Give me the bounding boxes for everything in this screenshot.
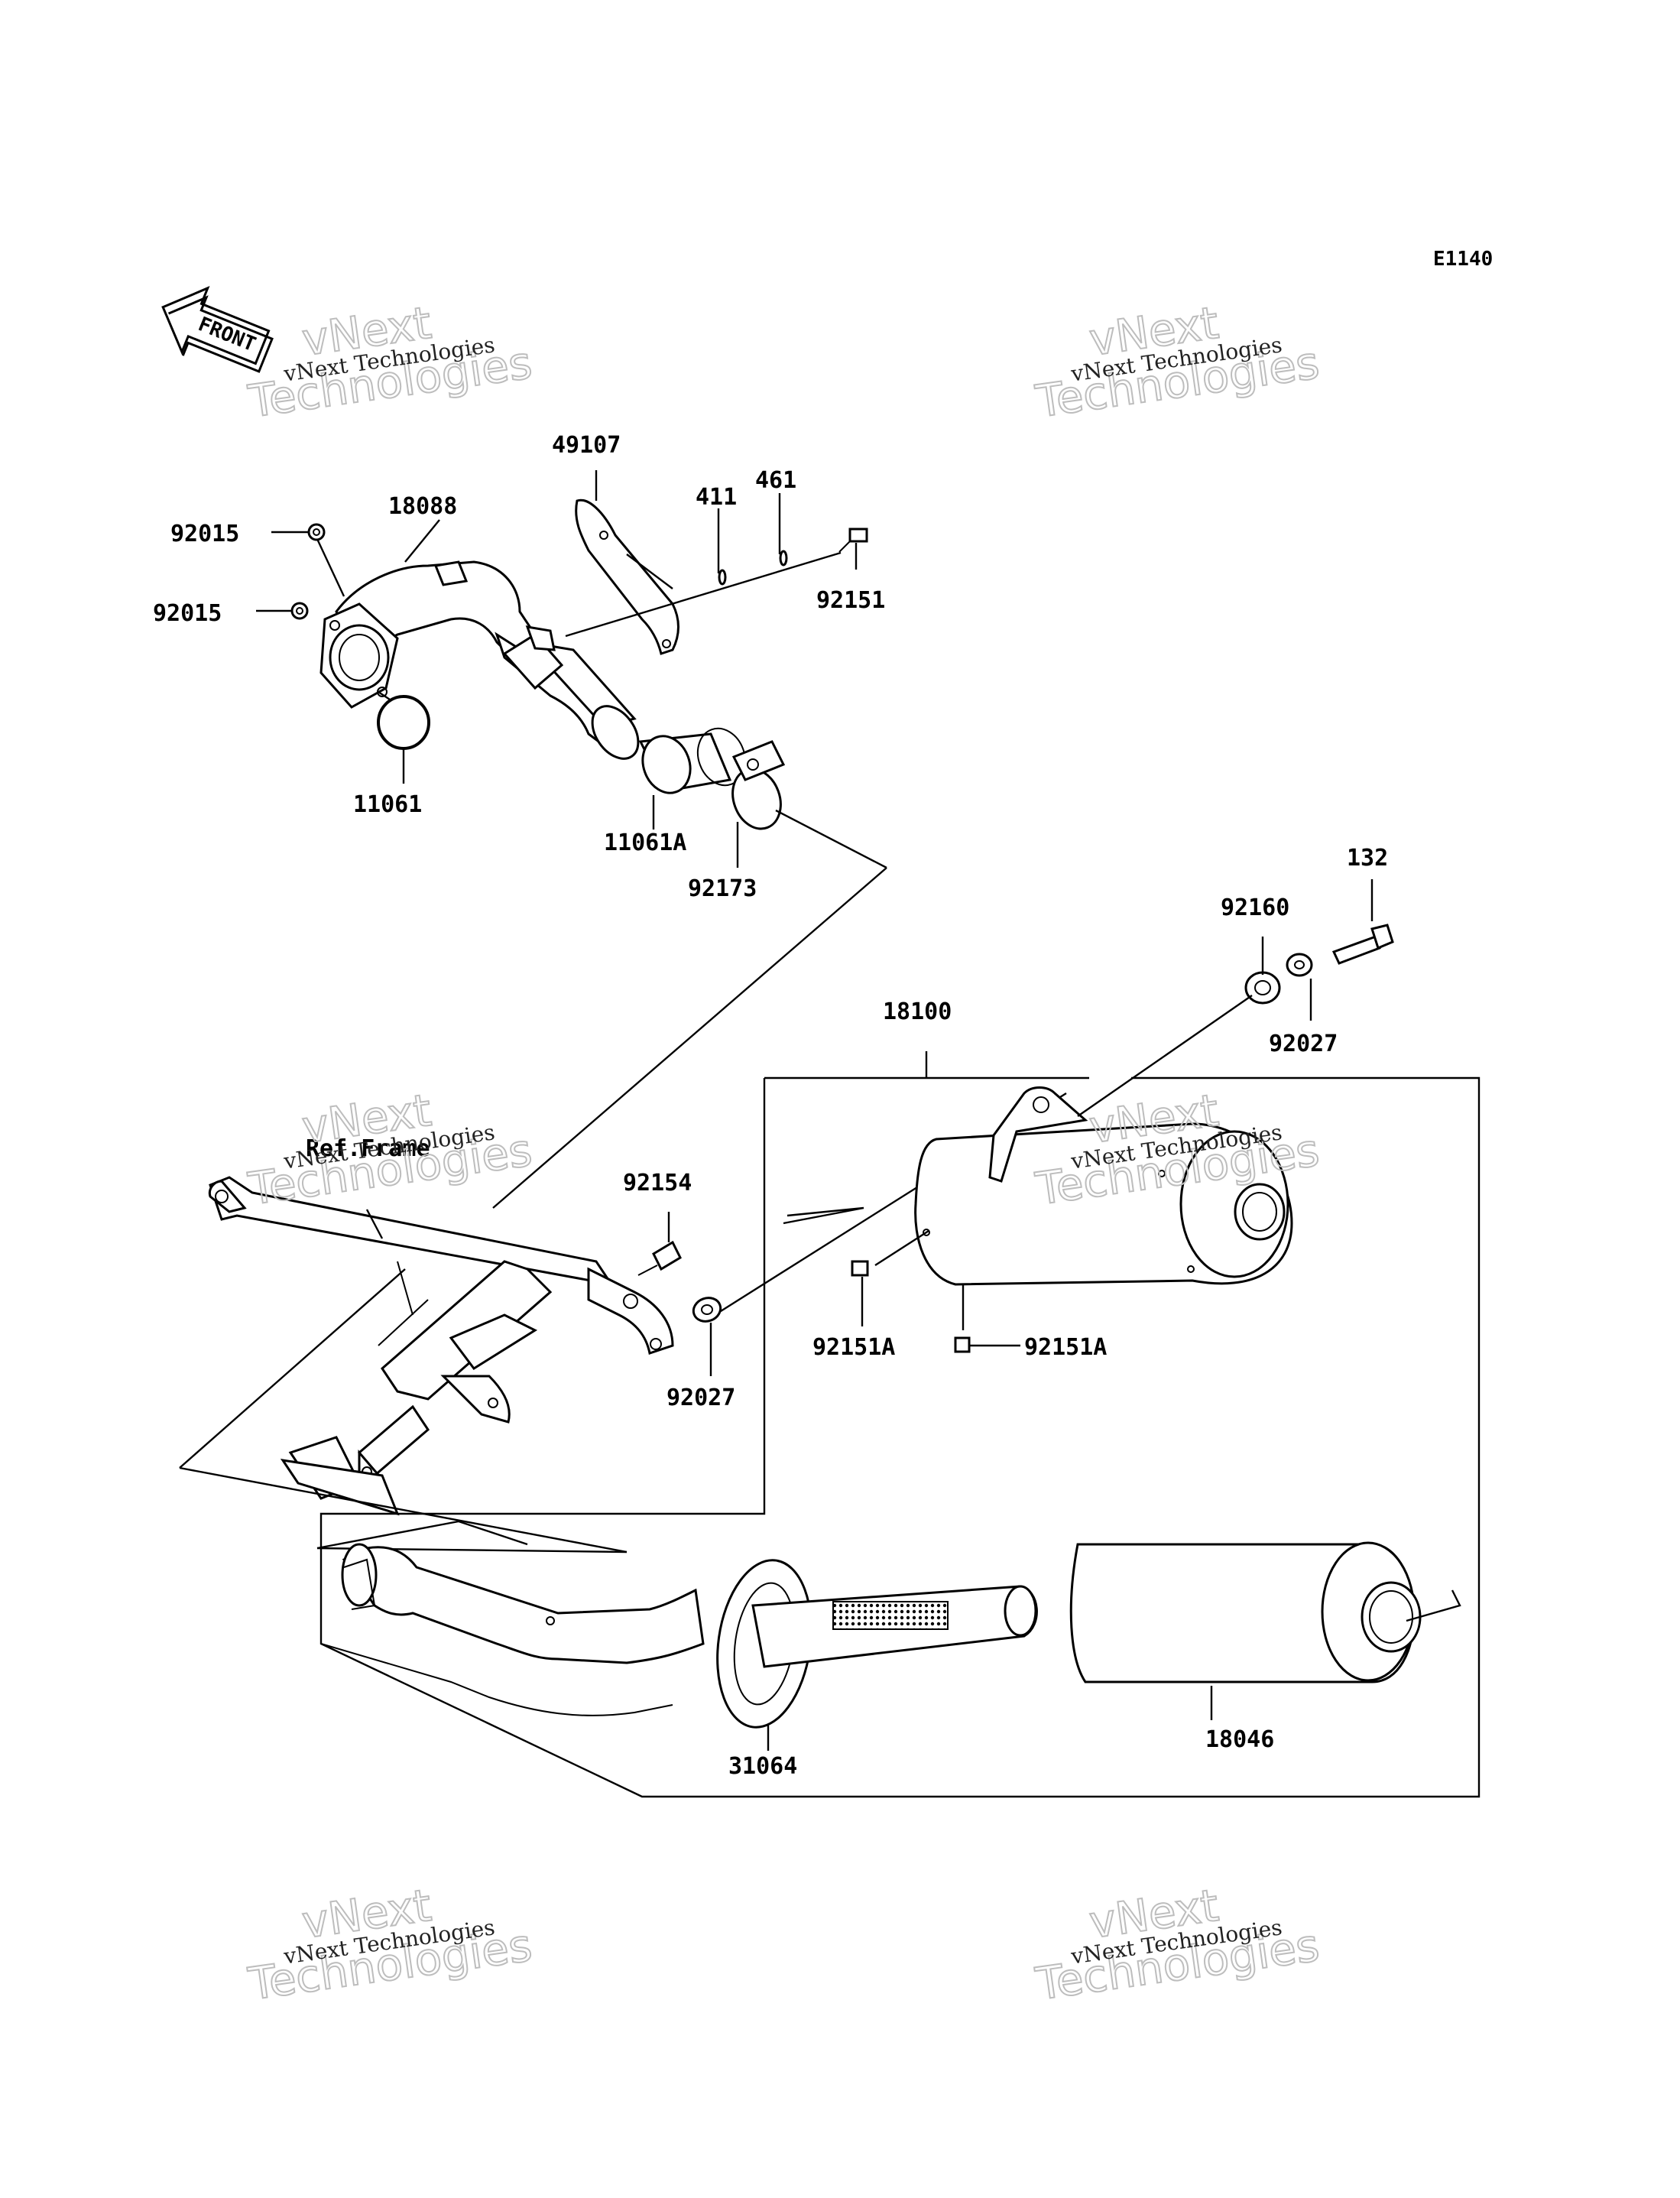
part-label-92173[interactable]: 92173 <box>688 875 757 902</box>
nut-92015-lower <box>290 602 309 620</box>
watermark-bottom-left: vNext Technologies vNext Technologies <box>245 1878 536 2011</box>
ring-411 <box>718 569 727 586</box>
sleeve-11061A <box>638 727 747 794</box>
head-pipe-18088 <box>319 560 640 760</box>
bolt-92151 <box>838 528 868 553</box>
diagram-code: E1140 <box>1433 248 1493 271</box>
part-label-92015-lower[interactable]: 92015 <box>153 600 222 627</box>
part-label-92015-upper[interactable]: 92015 <box>170 521 239 547</box>
bolt-92154 <box>637 1240 682 1276</box>
part-label-49107[interactable]: 49107 <box>552 432 621 459</box>
front-arrow-icon: FRONT <box>161 286 274 373</box>
part-label-132[interactable]: 132 <box>1347 845 1388 872</box>
ref-frame-label: Ref.Frame <box>306 1135 430 1162</box>
watermark-bottom-right: vNext Technologies vNext Technologies <box>1032 1878 1323 2011</box>
bolt-132 <box>1331 924 1394 965</box>
nut-92015-upper <box>307 523 326 541</box>
washer-92027-upper <box>1286 953 1313 977</box>
part-label-18088[interactable]: 18088 <box>388 493 457 520</box>
bolt-92151A-lower <box>954 1336 971 1353</box>
ring-461 <box>779 550 788 567</box>
muffler-assembly-box <box>319 1076 1481 1798</box>
part-label-461[interactable]: 461 <box>755 467 796 494</box>
silencer-inner-pipe <box>320 1543 705 1716</box>
watermark-top-left: vNext Technologies vNext Technologies <box>245 296 536 429</box>
bolt-92151A-upper <box>851 1260 869 1277</box>
part-label-31064[interactable]: 31064 <box>728 1753 797 1780</box>
washer-92027-lower <box>692 1297 722 1323</box>
part-label-18046[interactable]: 18046 <box>1205 1726 1274 1753</box>
muffler-18100 <box>914 1086 1293 1286</box>
part-label-11061A[interactable]: 11061A <box>604 830 686 856</box>
part-label-92151[interactable]: 92151 <box>816 587 885 614</box>
part-label-92027-upper[interactable]: 92027 <box>1269 1031 1338 1057</box>
part-label-92027-lower[interactable]: 92027 <box>666 1385 735 1411</box>
part-label-92154[interactable]: 92154 <box>623 1170 692 1196</box>
part-label-18100[interactable]: 18100 <box>883 998 952 1025</box>
silencer-shell-18046 <box>1069 1541 1422 1683</box>
bushing-92160 <box>1244 971 1281 1005</box>
watermark-top-right: vNext Technologies vNext Technologies <box>1032 296 1323 429</box>
part-label-411[interactable]: 411 <box>696 484 737 511</box>
baffle-31064 <box>716 1559 1038 1729</box>
part-label-92151A-left[interactable]: 92151A <box>812 1334 895 1361</box>
watermark-mid-left: vNext Technologies vNext Technologies <box>245 1083 536 1216</box>
part-label-11061[interactable]: 11061 <box>353 791 422 818</box>
heat-guard-49107 <box>575 498 679 655</box>
part-label-92151A-right[interactable]: 92151A <box>1024 1334 1107 1361</box>
gasket-ring-11061 <box>377 695 430 750</box>
clamp-92173 <box>731 740 786 830</box>
rear-frame-reference <box>208 1176 674 1516</box>
part-label-92160[interactable]: 92160 <box>1221 894 1289 921</box>
